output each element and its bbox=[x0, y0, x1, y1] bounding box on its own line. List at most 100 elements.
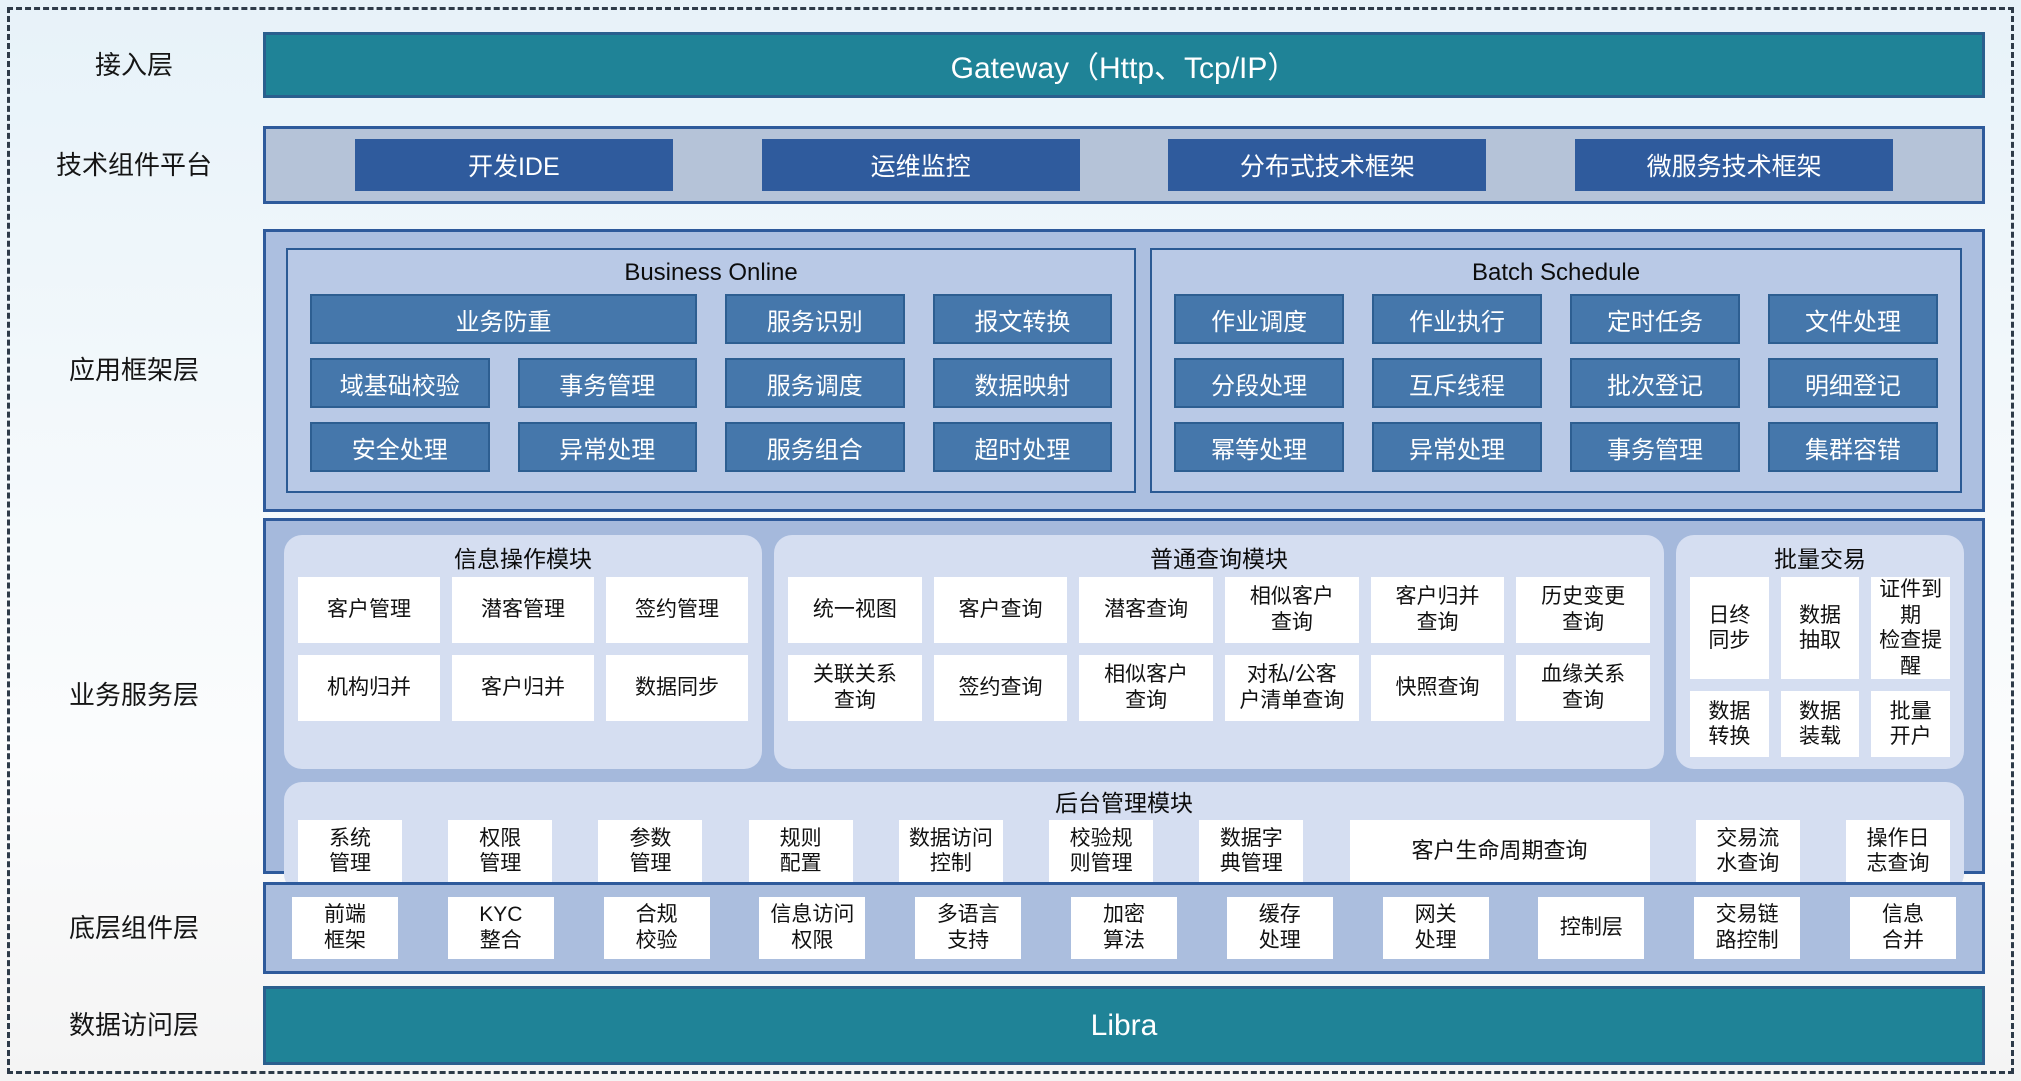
query-block: 签约查询 bbox=[933, 655, 1068, 721]
gateway-bar: Gateway（Http、Tcp/IP） bbox=[263, 32, 1985, 98]
base-block: 多语言 支持 bbox=[915, 897, 1022, 959]
app-framework-container: Business Online 业务防重 服务识别 报文转换 域基础校验 事务管… bbox=[263, 229, 1985, 512]
base-components-container: 前端 框架 KYC 整合 合规 校验 信息访问 权限 多语言 支持 加密 算法 … bbox=[263, 882, 1985, 974]
admin-block: 规则 配置 bbox=[748, 820, 853, 883]
common-query-grid: 统一视图 客户查询 潜客查询 相似客户 查询 客户归并 查询 历史变更 查询 关… bbox=[788, 577, 1650, 721]
batch-schedule-group: Batch Schedule 作业调度 作业执行 定时任务 文件处理 分段处理 … bbox=[1150, 248, 1962, 493]
batch-trade-block: 日终 同步 bbox=[1690, 577, 1769, 680]
bo-block: 报文转换 bbox=[932, 294, 1113, 344]
bs-block: 事务管理 bbox=[1570, 422, 1741, 472]
admin-block: 权限 管理 bbox=[448, 820, 553, 883]
tech-block: 运维监控 bbox=[761, 139, 1080, 191]
layer-label-data: 数据访问层 bbox=[68, 1010, 199, 1040]
libra-bar: Libra bbox=[263, 986, 1985, 1065]
layer-label-tech: 技术组件平台 bbox=[55, 150, 212, 180]
admin-block: 校验规 则管理 bbox=[1049, 820, 1154, 883]
layer-label-app: 应用框架层 bbox=[68, 355, 199, 385]
bo-block: 安全处理 bbox=[310, 422, 490, 472]
bs-block: 异常处理 bbox=[1372, 422, 1543, 472]
query-block: 潜客查询 bbox=[1079, 577, 1213, 643]
base-block: 信息 合并 bbox=[1849, 897, 1956, 959]
query-block: 客户归并 查询 bbox=[1370, 577, 1505, 643]
query-block: 历史变更 查询 bbox=[1516, 577, 1650, 643]
info-ops-grid: 客户管理 潜客管理 签约管理 机构归并 客户归并 数据同步 bbox=[298, 577, 748, 721]
base-block: 缓存 处理 bbox=[1226, 897, 1333, 959]
business-online-group: Business Online 业务防重 服务识别 报文转换 域基础校验 事务管… bbox=[286, 248, 1137, 493]
bs-block: 明细登记 bbox=[1768, 358, 1938, 408]
info-ops-block: 机构归并 bbox=[298, 655, 440, 721]
admin-block: 交易流 水查询 bbox=[1695, 820, 1800, 883]
info-ops-block: 客户管理 bbox=[298, 577, 440, 643]
query-block: 相似客户 查询 bbox=[1079, 655, 1213, 721]
info-ops-title: 信息操作模块 bbox=[454, 546, 592, 572]
common-query-title: 普通查询模块 bbox=[1150, 546, 1288, 572]
admin-block: 参数 管理 bbox=[598, 820, 703, 883]
service-modules-row: 信息操作模块 客户管理 潜客管理 签约管理 机构归并 客户归并 数据同步 普通查… bbox=[284, 535, 1964, 770]
bs-block: 分段处理 bbox=[1174, 358, 1345, 408]
admin-block: 客户生命周期查询 bbox=[1349, 820, 1650, 883]
info-ops-block: 数据同步 bbox=[606, 655, 748, 721]
base-block: 网关 处理 bbox=[1382, 897, 1489, 959]
query-block: 相似客户 查询 bbox=[1225, 577, 1359, 643]
query-block: 客户查询 bbox=[933, 577, 1068, 643]
batch-trade-module: 批量交易 日终 同步 数据 抽取 证件到期 检查提醒 数据 转换 数据 装载 批… bbox=[1676, 535, 1964, 770]
base-block: 信息访问 权限 bbox=[759, 897, 866, 959]
business-online-title: Business Online bbox=[624, 259, 798, 286]
bo-block: 事务管理 bbox=[517, 358, 698, 408]
bs-block: 作业调度 bbox=[1174, 294, 1345, 344]
business-service-container: 信息操作模块 客户管理 潜客管理 签约管理 机构归并 客户归并 数据同步 普通查… bbox=[263, 518, 1985, 893]
query-block: 血缘关系 查询 bbox=[1516, 655, 1650, 721]
batch-trade-block: 证件到期 检查提醒 bbox=[1871, 577, 1950, 680]
base-block: 前端 框架 bbox=[292, 897, 398, 959]
admin-block: 系统 管理 bbox=[298, 820, 402, 883]
admin-module: 后台管理模块 系统 管理 权限 管理 参数 管理 规则 配置 数据访问 控制 校… bbox=[284, 782, 1964, 893]
layer-label-base: 底层组件层 bbox=[68, 913, 199, 943]
bo-block: 业务防重 bbox=[310, 294, 698, 344]
bs-block: 文件处理 bbox=[1768, 294, 1938, 344]
bo-block: 异常处理 bbox=[517, 422, 698, 472]
base-block: 加密 算法 bbox=[1070, 897, 1177, 959]
tech-block: 开发IDE bbox=[354, 139, 673, 191]
admin-title: 后台管理模块 bbox=[1055, 790, 1193, 817]
batch-trade-block: 数据 抽取 bbox=[1780, 577, 1860, 680]
bs-block: 集群容错 bbox=[1768, 422, 1938, 472]
bo-block: 服务识别 bbox=[725, 294, 905, 344]
tech-block: 分布式技术框架 bbox=[1168, 139, 1487, 191]
bo-block: 数据映射 bbox=[932, 358, 1113, 408]
admin-block: 操作日 志查询 bbox=[1845, 820, 1950, 883]
query-block: 关联关系 查询 bbox=[788, 655, 922, 721]
base-block: 合规 校验 bbox=[603, 897, 710, 959]
tech-platform-container: 开发IDE 运维监控 分布式技术框架 微服务技术框架 bbox=[263, 126, 1985, 204]
layer-label-service: 业务服务层 bbox=[68, 680, 199, 710]
bs-block: 定时任务 bbox=[1570, 294, 1741, 344]
admin-grid: 系统 管理 权限 管理 参数 管理 规则 配置 数据访问 控制 校验规 则管理 … bbox=[298, 820, 1950, 883]
batch-schedule-grid: 作业调度 作业执行 定时任务 文件处理 分段处理 互斥线程 批次登记 明细登记 … bbox=[1174, 294, 1938, 472]
info-ops-module: 信息操作模块 客户管理 潜客管理 签约管理 机构归并 客户归并 数据同步 bbox=[284, 535, 762, 770]
bo-block: 域基础校验 bbox=[310, 358, 490, 408]
batch-trade-grid: 日终 同步 数据 抽取 证件到期 检查提醒 数据 转换 数据 装载 批量 开户 bbox=[1690, 577, 1950, 758]
bs-block: 幂等处理 bbox=[1174, 422, 1345, 472]
bs-block: 作业执行 bbox=[1372, 294, 1543, 344]
query-block: 统一视图 bbox=[788, 577, 922, 643]
info-ops-block: 客户归并 bbox=[452, 655, 594, 721]
base-block: 控制层 bbox=[1538, 897, 1645, 959]
bs-block: 互斥线程 bbox=[1372, 358, 1543, 408]
bo-block: 服务组合 bbox=[725, 422, 905, 472]
info-ops-block: 潜客管理 bbox=[452, 577, 594, 643]
admin-block: 数据字 典管理 bbox=[1199, 820, 1304, 883]
admin-block: 数据访问 控制 bbox=[898, 820, 1003, 883]
query-block: 对私/公客 户清单查询 bbox=[1225, 655, 1359, 721]
base-block: 交易链 路控制 bbox=[1694, 897, 1801, 959]
batch-trade-title: 批量交易 bbox=[1774, 546, 1866, 572]
batch-schedule-title: Batch Schedule bbox=[1471, 259, 1641, 286]
bo-block: 服务调度 bbox=[725, 358, 905, 408]
bo-block: 超时处理 bbox=[932, 422, 1113, 472]
info-ops-block: 签约管理 bbox=[606, 577, 748, 643]
layer-label-access: 接入层 bbox=[94, 50, 173, 80]
tech-block: 微服务技术框架 bbox=[1575, 139, 1894, 191]
base-block: KYC 整合 bbox=[447, 897, 554, 959]
common-query-module: 普通查询模块 统一视图 客户查询 潜客查询 相似客户 查询 客户归并 查询 历史… bbox=[774, 535, 1664, 770]
bs-block: 批次登记 bbox=[1570, 358, 1741, 408]
batch-trade-block: 数据 转换 bbox=[1690, 691, 1769, 758]
